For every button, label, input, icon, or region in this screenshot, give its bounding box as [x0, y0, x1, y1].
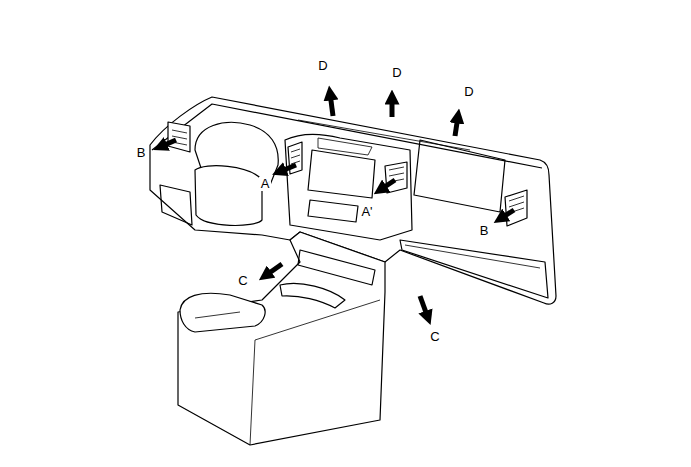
- outlet-label: B: [135, 146, 148, 160]
- outlet-label: D: [462, 85, 475, 99]
- outlet-label: D: [316, 59, 329, 73]
- outlet-label: D: [390, 66, 403, 80]
- outlet-label: C: [236, 274, 249, 288]
- outlet-label: B: [478, 224, 491, 238]
- outlet-label: A': [359, 205, 374, 219]
- outlet-label: A: [259, 177, 272, 191]
- outlet-label: C: [428, 330, 441, 344]
